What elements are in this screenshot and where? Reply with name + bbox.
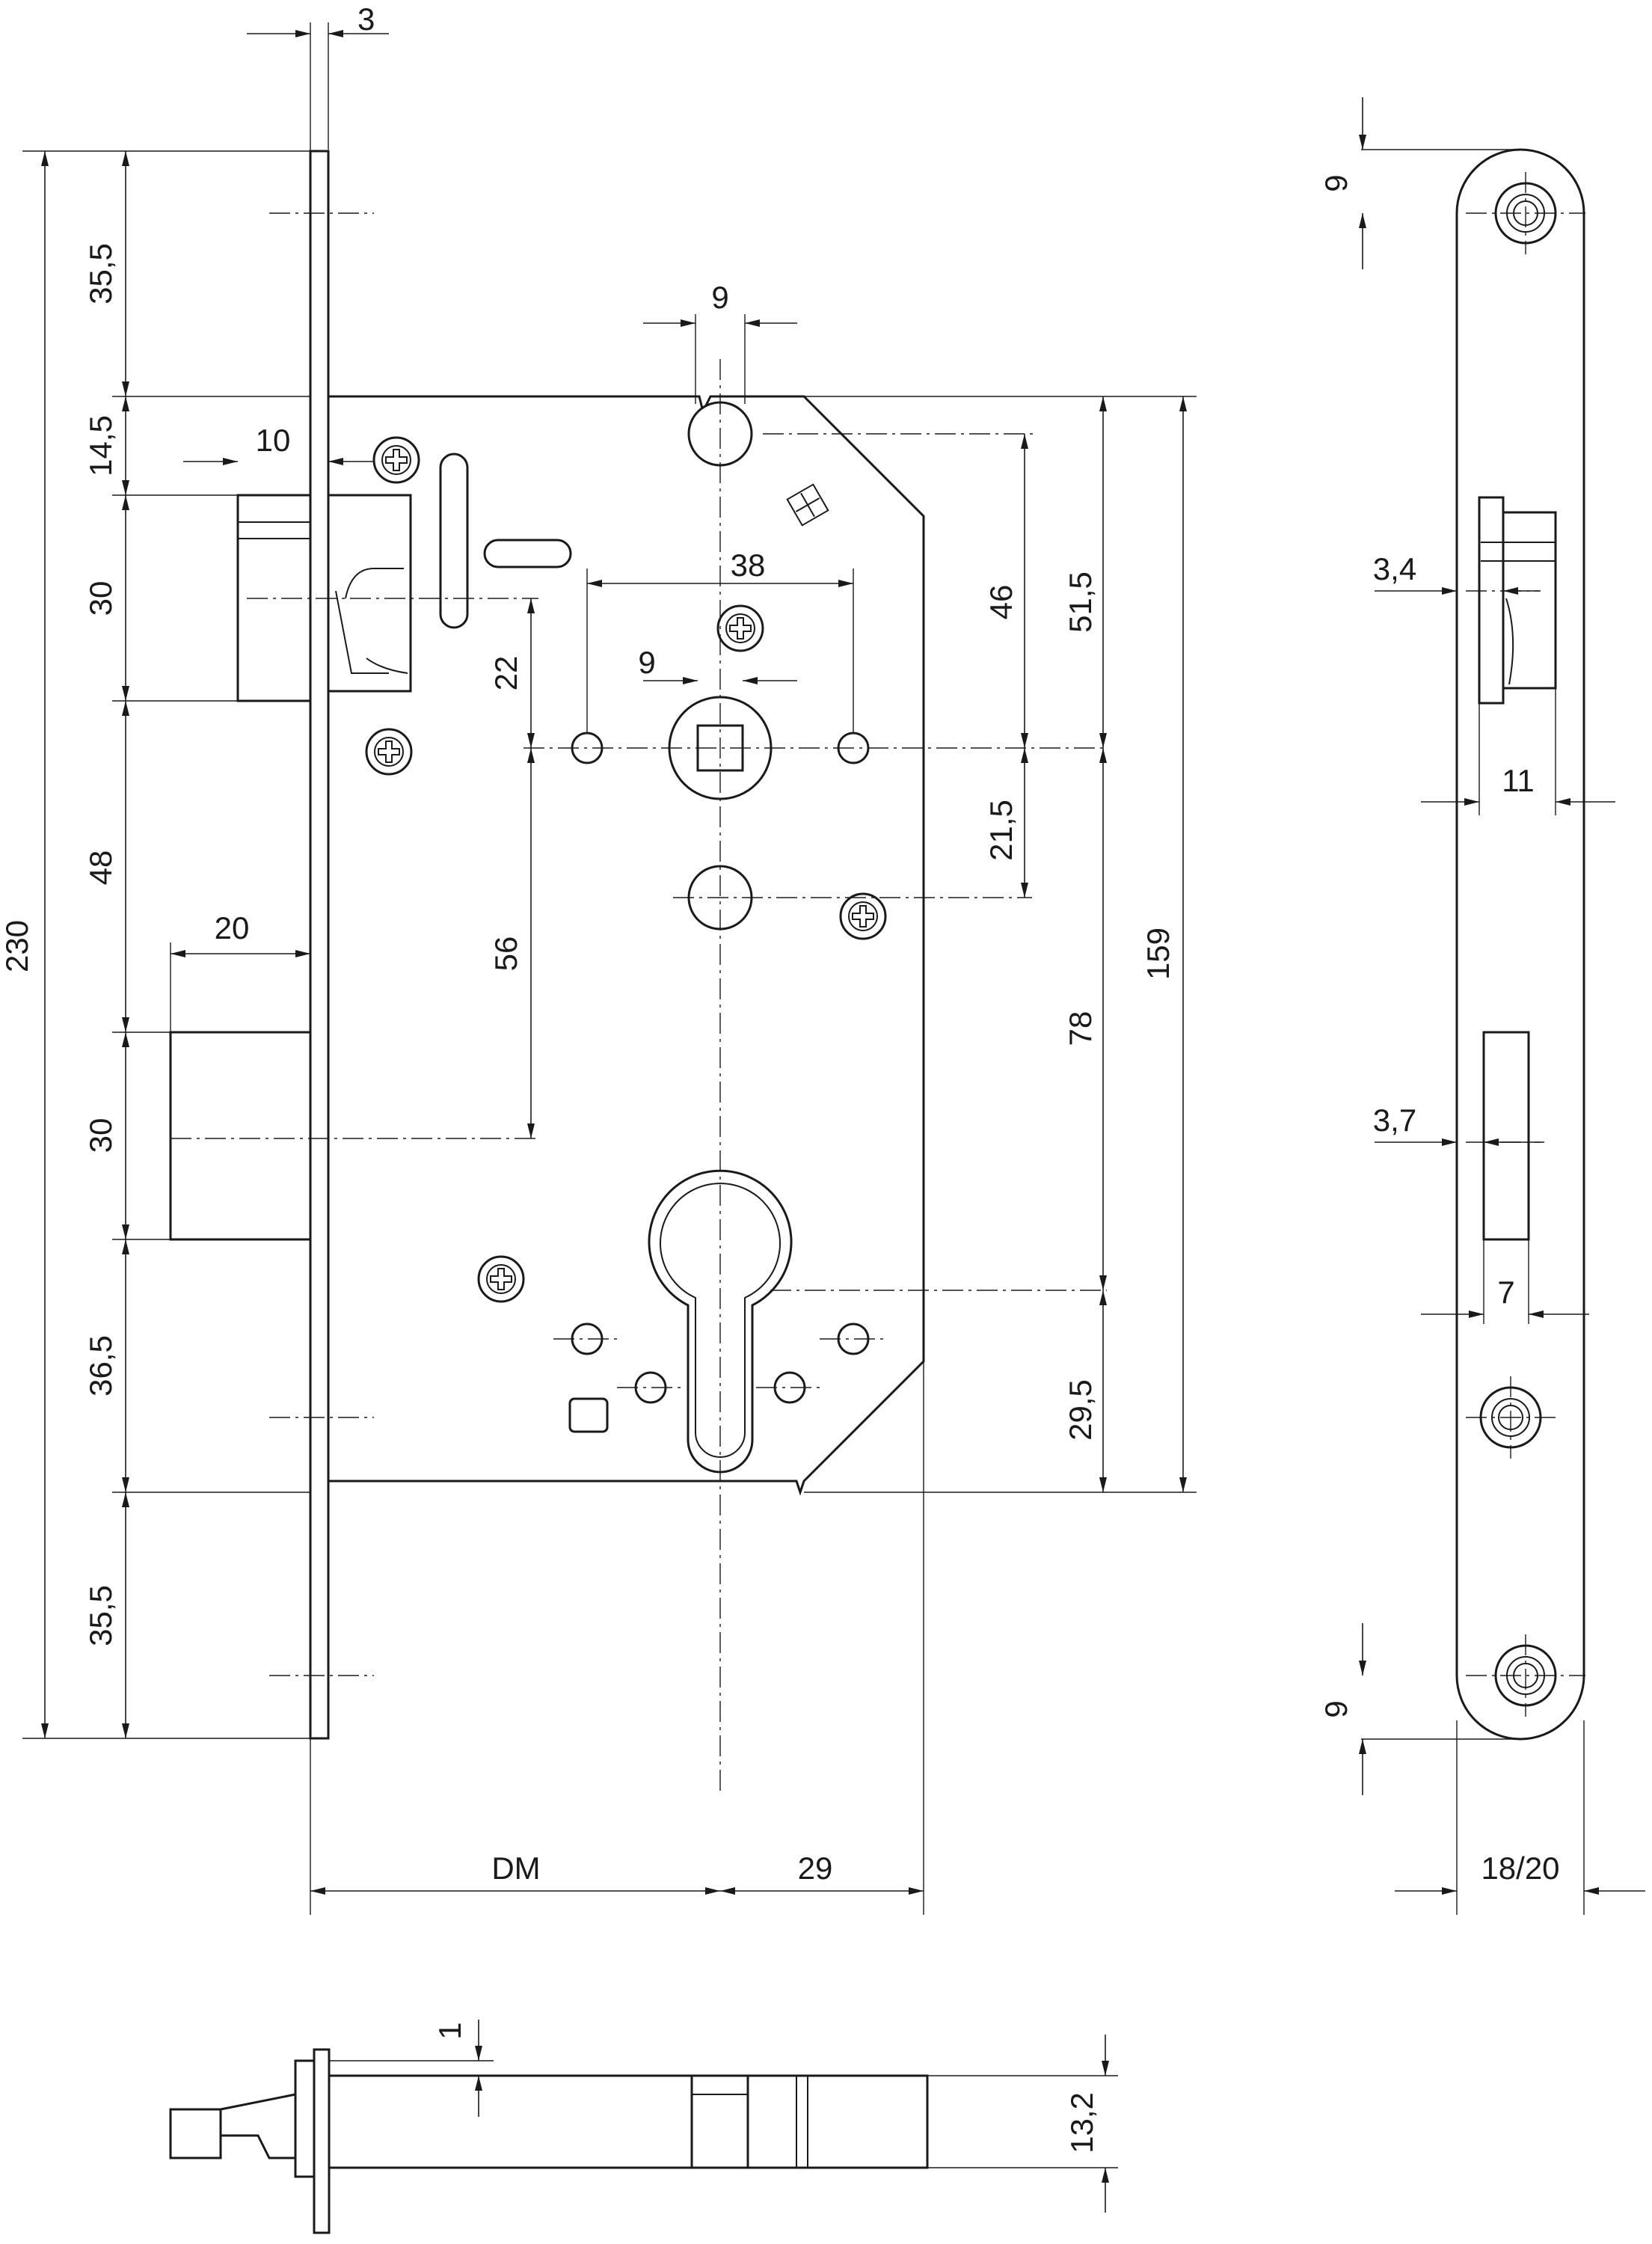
cylinder-cutout — [648, 1169, 793, 1474]
screw-icon — [839, 892, 887, 940]
dim-bolt-height: 30 — [83, 1118, 118, 1153]
screw-icon — [716, 604, 764, 652]
bv-faceplate — [313, 2048, 331, 2234]
dim-fp-bolt-offset: 3,7 — [1373, 1103, 1416, 1138]
dim-square-spindle: 9 — [638, 645, 655, 680]
deadbolt — [169, 1031, 312, 1241]
dim-fp-latch-width: 11 — [1502, 763, 1535, 798]
dim-spindle-to-bolt: 56 — [488, 936, 523, 972]
dim-latch-height: 30 — [83, 581, 118, 616]
screw-icon — [477, 1255, 525, 1303]
dim-lower-gap: 36,5 — [83, 1335, 118, 1397]
dim-fp-bolt-width: 7 — [1497, 1275, 1514, 1310]
bv-hub — [690, 2074, 749, 2169]
catch — [568, 1397, 609, 1433]
dim-backset: DM — [491, 1851, 540, 1886]
dim-spindle-to-lower-hole: 21,5 — [983, 800, 1019, 861]
latch-slot — [439, 453, 469, 629]
dim-bv-case-thickness: 13,2 — [1064, 2092, 1099, 2153]
lock-case — [327, 395, 925, 1496]
dim-case-depth-rear: 29 — [798, 1851, 833, 1886]
bv-latch-head — [219, 2093, 297, 2159]
dim-holes-spacing: 38 — [731, 548, 766, 583]
side-labels: 9 3,4 11 3,7 7 9 18/20 — [1318, 174, 1559, 1886]
dim-bottom-overhang: 35,5 — [83, 1585, 118, 1646]
dim-cylinder-to-bottom: 29,5 — [1063, 1379, 1098, 1441]
screw-icon — [365, 728, 413, 776]
faceplate-latch-opening — [1478, 496, 1557, 705]
dim-top-overhang: 35,5 — [83, 243, 118, 304]
faceplate-front — [309, 150, 330, 1740]
side-dimensions — [1359, 97, 1645, 1895]
dim-fp-bottom-hole: 9 — [1318, 1700, 1354, 1717]
dim-total-height: 230 — [0, 920, 34, 972]
dim-case-height: 159 — [1140, 928, 1176, 980]
dim-plate-thickness: 3 — [357, 1, 375, 37]
dim-fp-width: 18/20 — [1481, 1851, 1559, 1886]
dim-latch-projection: 10 — [256, 423, 291, 458]
screw-icon — [372, 436, 420, 484]
faceplate-bolt-opening — [1482, 1031, 1530, 1241]
bv-latch-tail — [169, 2108, 222, 2159]
dim-bolt-projection: 20 — [215, 910, 250, 945]
dim-fp-latch-offset: 3,4 — [1373, 551, 1416, 586]
dim-top-to-spindle: 46 — [983, 585, 1019, 620]
dim-bv-plate-step: 1 — [432, 2022, 467, 2039]
bottom-view — [169, 2048, 1118, 2234]
follower-slot — [483, 539, 572, 568]
dim-latch-gap: 48 — [83, 850, 118, 886]
dim-fp-top-hole: 9 — [1318, 174, 1354, 191]
pivot-marker — [786, 483, 829, 527]
dim-latch-to-spindle: 22 — [488, 656, 523, 691]
bottom-labels: 1 13,2 — [432, 2022, 1099, 2153]
dim-case-top-to-spindle: 51,5 — [1063, 571, 1098, 633]
side-view — [1361, 148, 1585, 1915]
dim-spindle-slot-width: 9 — [711, 280, 728, 315]
dim-latch-offset: 14,5 — [83, 415, 118, 476]
bottom-dimensions — [475, 2020, 1109, 2213]
front-view — [22, 22, 1197, 1915]
bv-case — [328, 2074, 929, 2169]
dim-spindle-to-cylinder: 78 — [1063, 1011, 1098, 1046]
bv-bracket — [294, 2059, 316, 2178]
front-labels: 3 9 35,5 14,5 10 30 48 20 30 36,5 35,5 2… — [0, 1, 1176, 1886]
faceplate-side — [1455, 148, 1585, 1741]
front-dimensions — [41, 30, 1187, 1895]
